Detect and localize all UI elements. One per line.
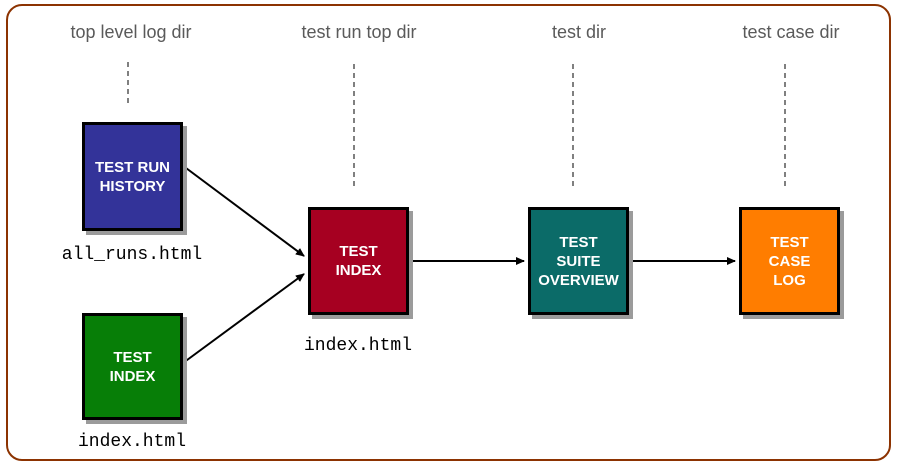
node-test-run-history: TEST RUN HISTORY: [82, 122, 183, 231]
node-test-index-top-level: TEST INDEX: [82, 313, 183, 420]
diagram-frame: [6, 4, 891, 461]
node-test-case-log: TEST CASE LOG: [739, 207, 840, 315]
file-label-index-html-test-run: index.html: [303, 336, 413, 356]
node-test-suite-overview: TEST SUITE OVERVIEW: [528, 207, 629, 315]
column-header-test-case-dir: test case dir: [742, 22, 840, 42]
file-label-all-runs-html: all_runs.html: [61, 245, 203, 265]
column-header-top-level-log-dir: top level log dir: [70, 22, 192, 42]
column-header-test-run-top-dir: test run top dir: [301, 22, 417, 42]
file-label-index-html-top-level: index.html: [77, 432, 187, 452]
node-test-index-run: TEST INDEX: [308, 207, 409, 315]
column-header-test-dir: test dir: [551, 22, 607, 42]
